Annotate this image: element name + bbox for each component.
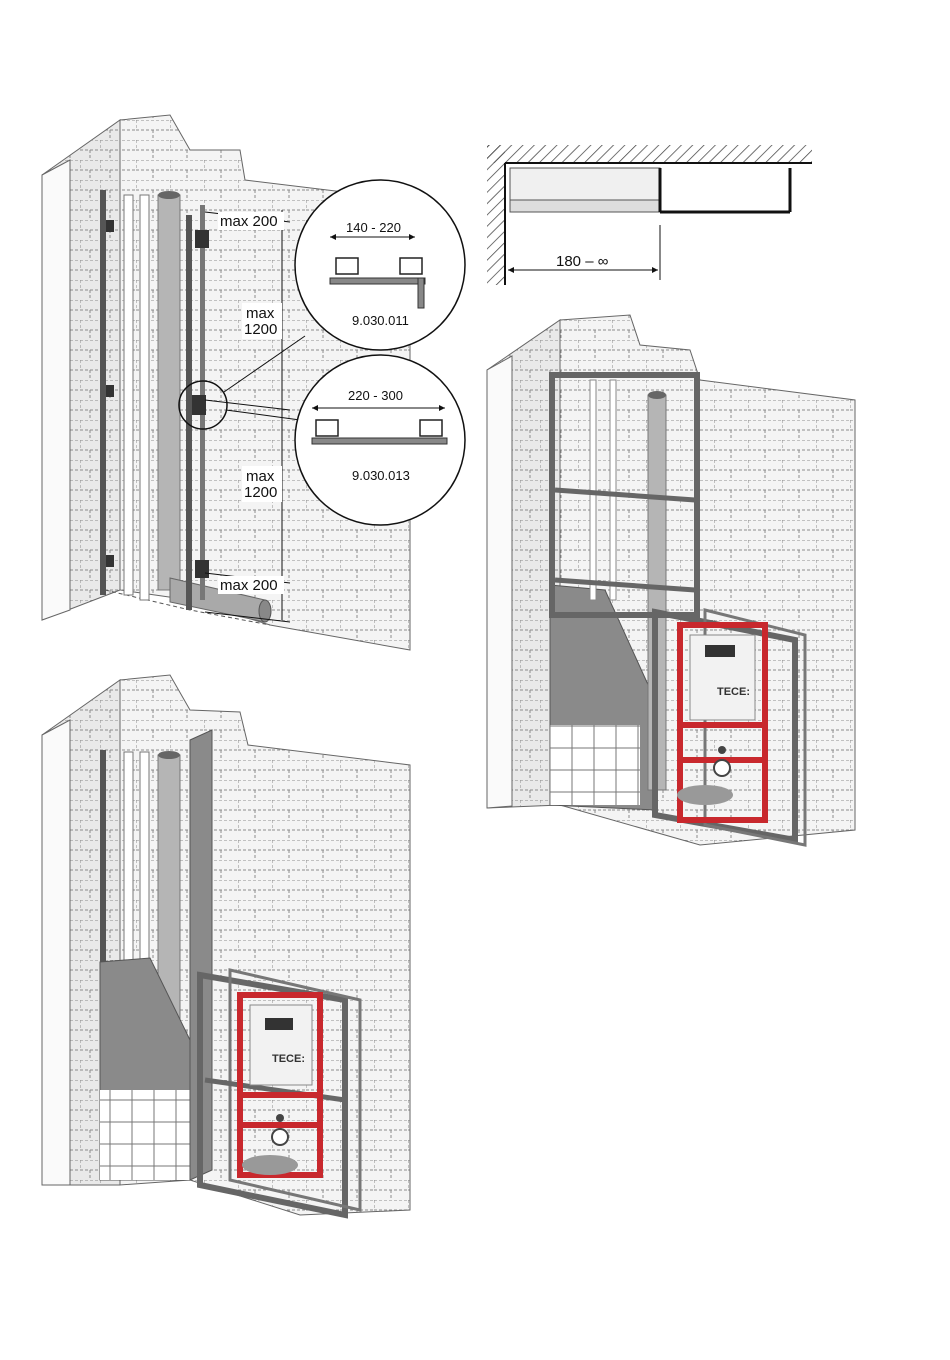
tiles — [100, 1090, 190, 1180]
dim-lower-value: 1200 — [244, 484, 277, 501]
view-board-installed: TECE: — [42, 675, 410, 1215]
tiles — [550, 725, 640, 805]
pipe — [140, 195, 149, 600]
dim-lower-max: max — [246, 468, 275, 485]
dim-bottom-label: max 200 — [220, 577, 278, 594]
upper-range-label: 140 - 220 — [346, 220, 401, 235]
rail-right-front — [186, 215, 192, 610]
view-frame-installed: TECE: — [487, 315, 855, 845]
dim-upper-max: max — [246, 305, 275, 322]
view-plan: 180 – ∞ — [487, 145, 812, 285]
view-rails-installation: max 200 max 1200 max 1200 max 200 140 - … — [42, 115, 465, 650]
plan-distance-label: 180 – ∞ — [556, 253, 609, 270]
dim-upper-value: 1200 — [244, 321, 277, 338]
rail-left — [100, 190, 106, 595]
lower-part-number: 9.030.013 — [352, 468, 410, 483]
plan-module — [510, 168, 660, 204]
detail-upper: 140 - 220 9.030.011 — [295, 180, 465, 350]
module-logo: TECE: — [272, 1053, 305, 1065]
drain-pipe — [158, 195, 180, 590]
upper-part-number: 9.030.011 — [352, 313, 409, 328]
module-logo: TECE: — [717, 686, 750, 698]
dim-top-label: max 200 — [220, 213, 278, 230]
detail-lower: 220 - 300 9.030.013 — [295, 355, 465, 525]
pipe — [124, 195, 133, 595]
lower-range-label: 220 - 300 — [348, 388, 403, 403]
